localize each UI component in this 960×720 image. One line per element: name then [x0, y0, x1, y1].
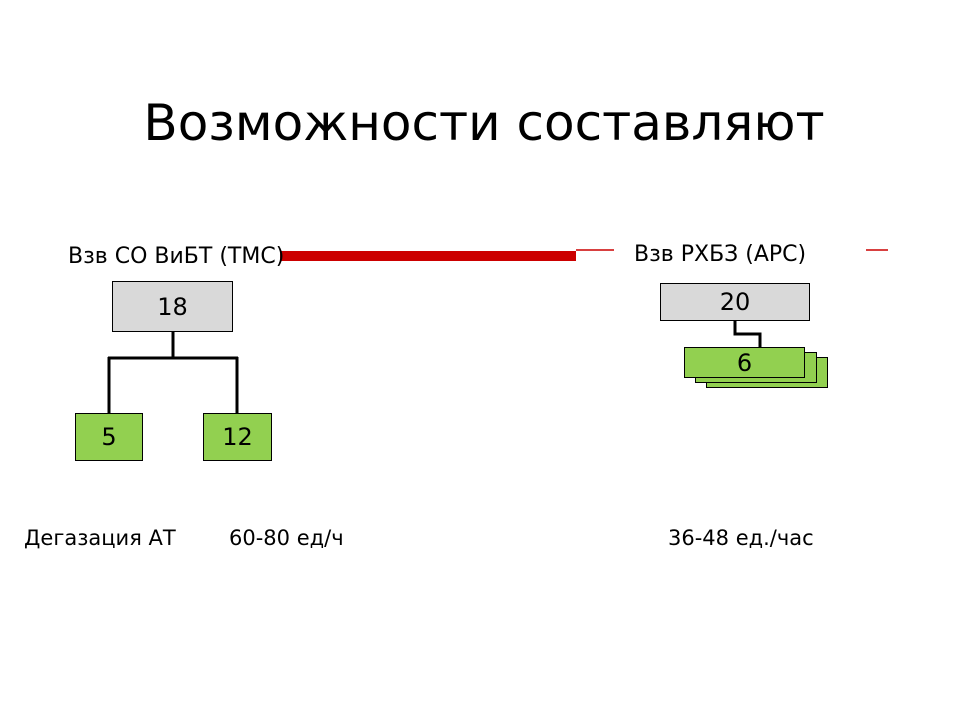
right-rate: 36-48 ед./час: [668, 526, 814, 550]
connector-right-elbow: [733, 321, 762, 347]
left-child-value-2: 12: [222, 423, 253, 451]
left-child-box-1: 5: [75, 413, 143, 461]
right-root-box: 20: [660, 283, 810, 321]
left-child-box-2: 12: [203, 413, 272, 461]
left-root-box: 18: [112, 281, 233, 332]
left-rate: 60-80 ед/ч: [229, 526, 344, 550]
left-root-value: 18: [157, 292, 188, 321]
right-root-value: 20: [719, 288, 751, 316]
slide-title: Возможности составляют: [143, 94, 825, 152]
left-unit-label: Взв СО ВиБТ (ТМС): [68, 244, 285, 269]
right-unit-label: Взв РХБЗ (АРС): [634, 242, 807, 267]
accent-bar-thick: [280, 251, 576, 261]
operation-label: Дегазация АТ: [24, 526, 176, 550]
right-child-box: 6: [684, 347, 805, 378]
right-child-value: 6: [736, 348, 753, 377]
left-child-value-1: 5: [101, 423, 117, 451]
